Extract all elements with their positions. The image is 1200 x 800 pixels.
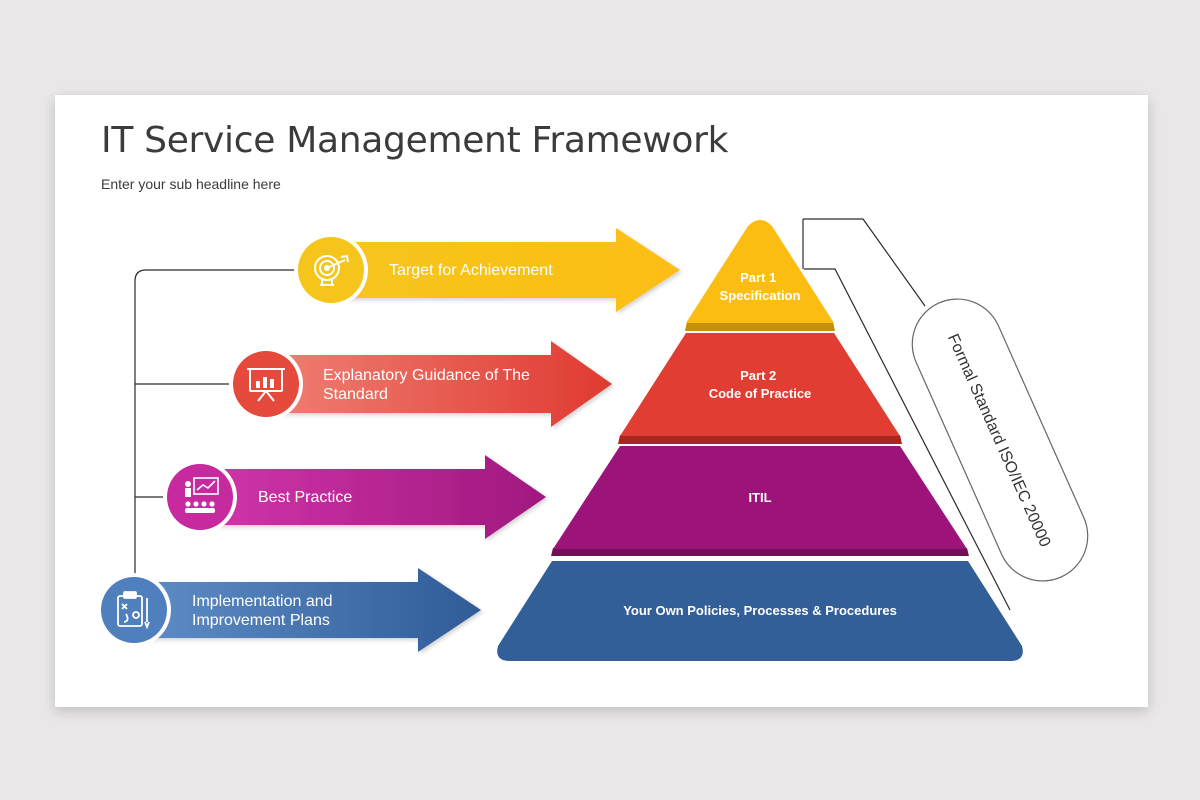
- pyramid-tier-part1: Part 1 Specification: [685, 220, 835, 331]
- arrow-target-for-achievement: Target for Achievement: [294, 228, 680, 312]
- slide-subtitle: Enter your sub headline here: [101, 176, 281, 192]
- arrow-label-target: Target for Achievement: [389, 262, 553, 279]
- arrow-explanatory-guidance: Explanatory Guidance of The Standard: [229, 341, 612, 427]
- tier-label-policies: Your Own Policies, Processes & Procedure…: [623, 603, 897, 618]
- formal-standard-bracket: Formal Standard ISO/IEC 20000: [802, 218, 1089, 611]
- arrow-label-best-practice: Best Practice: [258, 489, 352, 506]
- pyramid-tier-policies: Your Own Policies, Processes & Procedure…: [497, 561, 1023, 661]
- presenter-audience-icon: [185, 477, 219, 513]
- pyramid-tier-itil: ITIL: [551, 446, 969, 556]
- strategy-clipboard-icon: [117, 591, 150, 630]
- arrow-implementation-plans: Implementation and Improvement Plans: [97, 568, 481, 652]
- arrow-label-implementation: Implementation and Improvement Plans: [192, 593, 337, 629]
- slide-title: IT Service Management Framework: [101, 120, 729, 161]
- formal-standard-capsule: [911, 298, 1089, 582]
- arrow-best-practice: Best Practice: [163, 455, 546, 539]
- tier-label-part2: Part 2 Code of Practice: [709, 368, 812, 401]
- tier-label-itil: ITIL: [748, 490, 771, 505]
- tier-label-part1: Part 1 Specification: [720, 270, 801, 303]
- target-icon: [314, 254, 349, 286]
- presentation-chart-icon: [247, 368, 285, 402]
- connector-tree: [134, 269, 300, 600]
- pyramid: Your Own Policies, Processes & Procedure…: [497, 220, 1023, 661]
- pyramid-tier-part2: Part 2 Code of Practice: [618, 333, 902, 444]
- arrow-label-explanatory: Explanatory Guidance of The Standard: [323, 367, 534, 403]
